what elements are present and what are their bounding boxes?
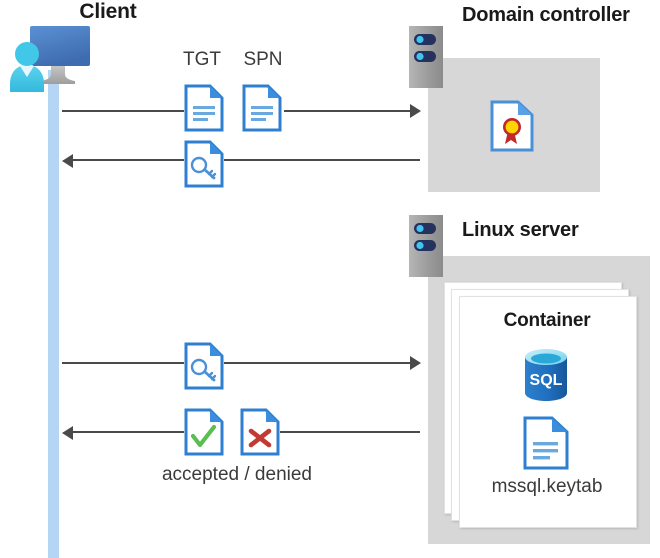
flow-2-arrowhead bbox=[62, 154, 73, 168]
approved-check-document-icon bbox=[184, 408, 224, 456]
flow-2-segment-left bbox=[73, 159, 184, 161]
denied-cross-document-icon bbox=[240, 408, 280, 456]
sql-database-cylinder-icon: SQL bbox=[519, 347, 573, 403]
flow-4-arrowhead bbox=[62, 426, 73, 440]
client-lifeline-bar bbox=[48, 70, 59, 558]
flow-1-segment-left bbox=[62, 110, 184, 112]
spn-label: SPN bbox=[243, 49, 283, 70]
flow-4-segment-right bbox=[280, 431, 420, 433]
text-document-icon-tgt bbox=[184, 84, 224, 132]
container-title: Container bbox=[503, 310, 591, 331]
svg-text:SQL: SQL bbox=[530, 372, 563, 389]
accepted-denied-label: accepted / denied bbox=[161, 464, 312, 485]
flow-4-segment-left bbox=[73, 431, 184, 433]
flow-1-arrowhead bbox=[410, 104, 421, 118]
flow-2-segment-right bbox=[224, 159, 420, 161]
flow-3-segment-left bbox=[62, 362, 184, 364]
text-document-icon-spn bbox=[242, 84, 282, 132]
key-document-icon-ticket-response bbox=[184, 140, 224, 188]
linux-server-title: Linux server bbox=[462, 219, 579, 241]
text-document-icon-keytab bbox=[523, 416, 569, 470]
container-card-front bbox=[459, 296, 637, 528]
server-rack-icon-domain-controller bbox=[409, 26, 443, 88]
key-document-icon-ticket-presented bbox=[184, 342, 224, 390]
flow-1-segment-right bbox=[284, 110, 411, 112]
flow-3-segment-right bbox=[224, 362, 411, 364]
client-title: Client bbox=[79, 0, 137, 23]
keytab-filename-label: mssql.keytab bbox=[491, 476, 603, 497]
domain-controller-title: Domain controller bbox=[462, 4, 630, 26]
tgt-label: TGT bbox=[183, 49, 221, 70]
flow-3-arrowhead bbox=[410, 356, 421, 370]
server-rack-icon-linux-server bbox=[409, 215, 443, 277]
client-computer-user-icon bbox=[6, 22, 110, 94]
certificate-document-icon bbox=[490, 100, 534, 152]
